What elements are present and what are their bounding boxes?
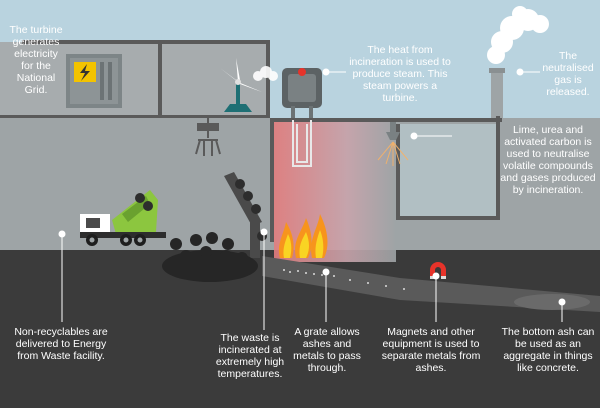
waste-pile [162,232,258,282]
caption-heat: The heat from incineration is used to pr… [349,44,451,104]
grate [262,256,600,312]
caption-gas: The neutralised gas is released. [542,50,594,98]
caption-grate: A grate allows ashes and metals to pass … [293,326,361,374]
caption-nonrecyclables: Non-recyclables are delivered to Energy … [14,326,108,362]
turbine-hall [0,40,270,119]
caption-magnets: Magnets and other equipment is used to s… [381,326,481,374]
caption-turbine: The turbine generates electricity for th… [9,24,63,96]
ground [0,250,600,408]
combustion-chamber [274,122,396,262]
boiler-tubes [292,120,312,167]
callout-dots [58,68,566,306]
delivery-truck [80,190,166,246]
ash-particles [283,269,405,290]
caption-bottomash: The bottom ash can be used as an aggrega… [501,326,595,374]
gas-treatment-chamber [400,124,496,216]
turbine [220,58,262,112]
sprayer [377,122,409,166]
crane-claw [195,118,221,156]
caption-waste: The waste is incinerated at extremely hi… [215,332,285,380]
bottom-ash-heap [514,294,590,310]
chimney [489,68,505,120]
smoke-cloud [487,6,549,64]
flames [278,214,328,258]
steam-puffs [253,66,278,81]
generator [66,54,122,108]
caption-lime: Lime, urea and activated carbon is used … [500,124,596,196]
